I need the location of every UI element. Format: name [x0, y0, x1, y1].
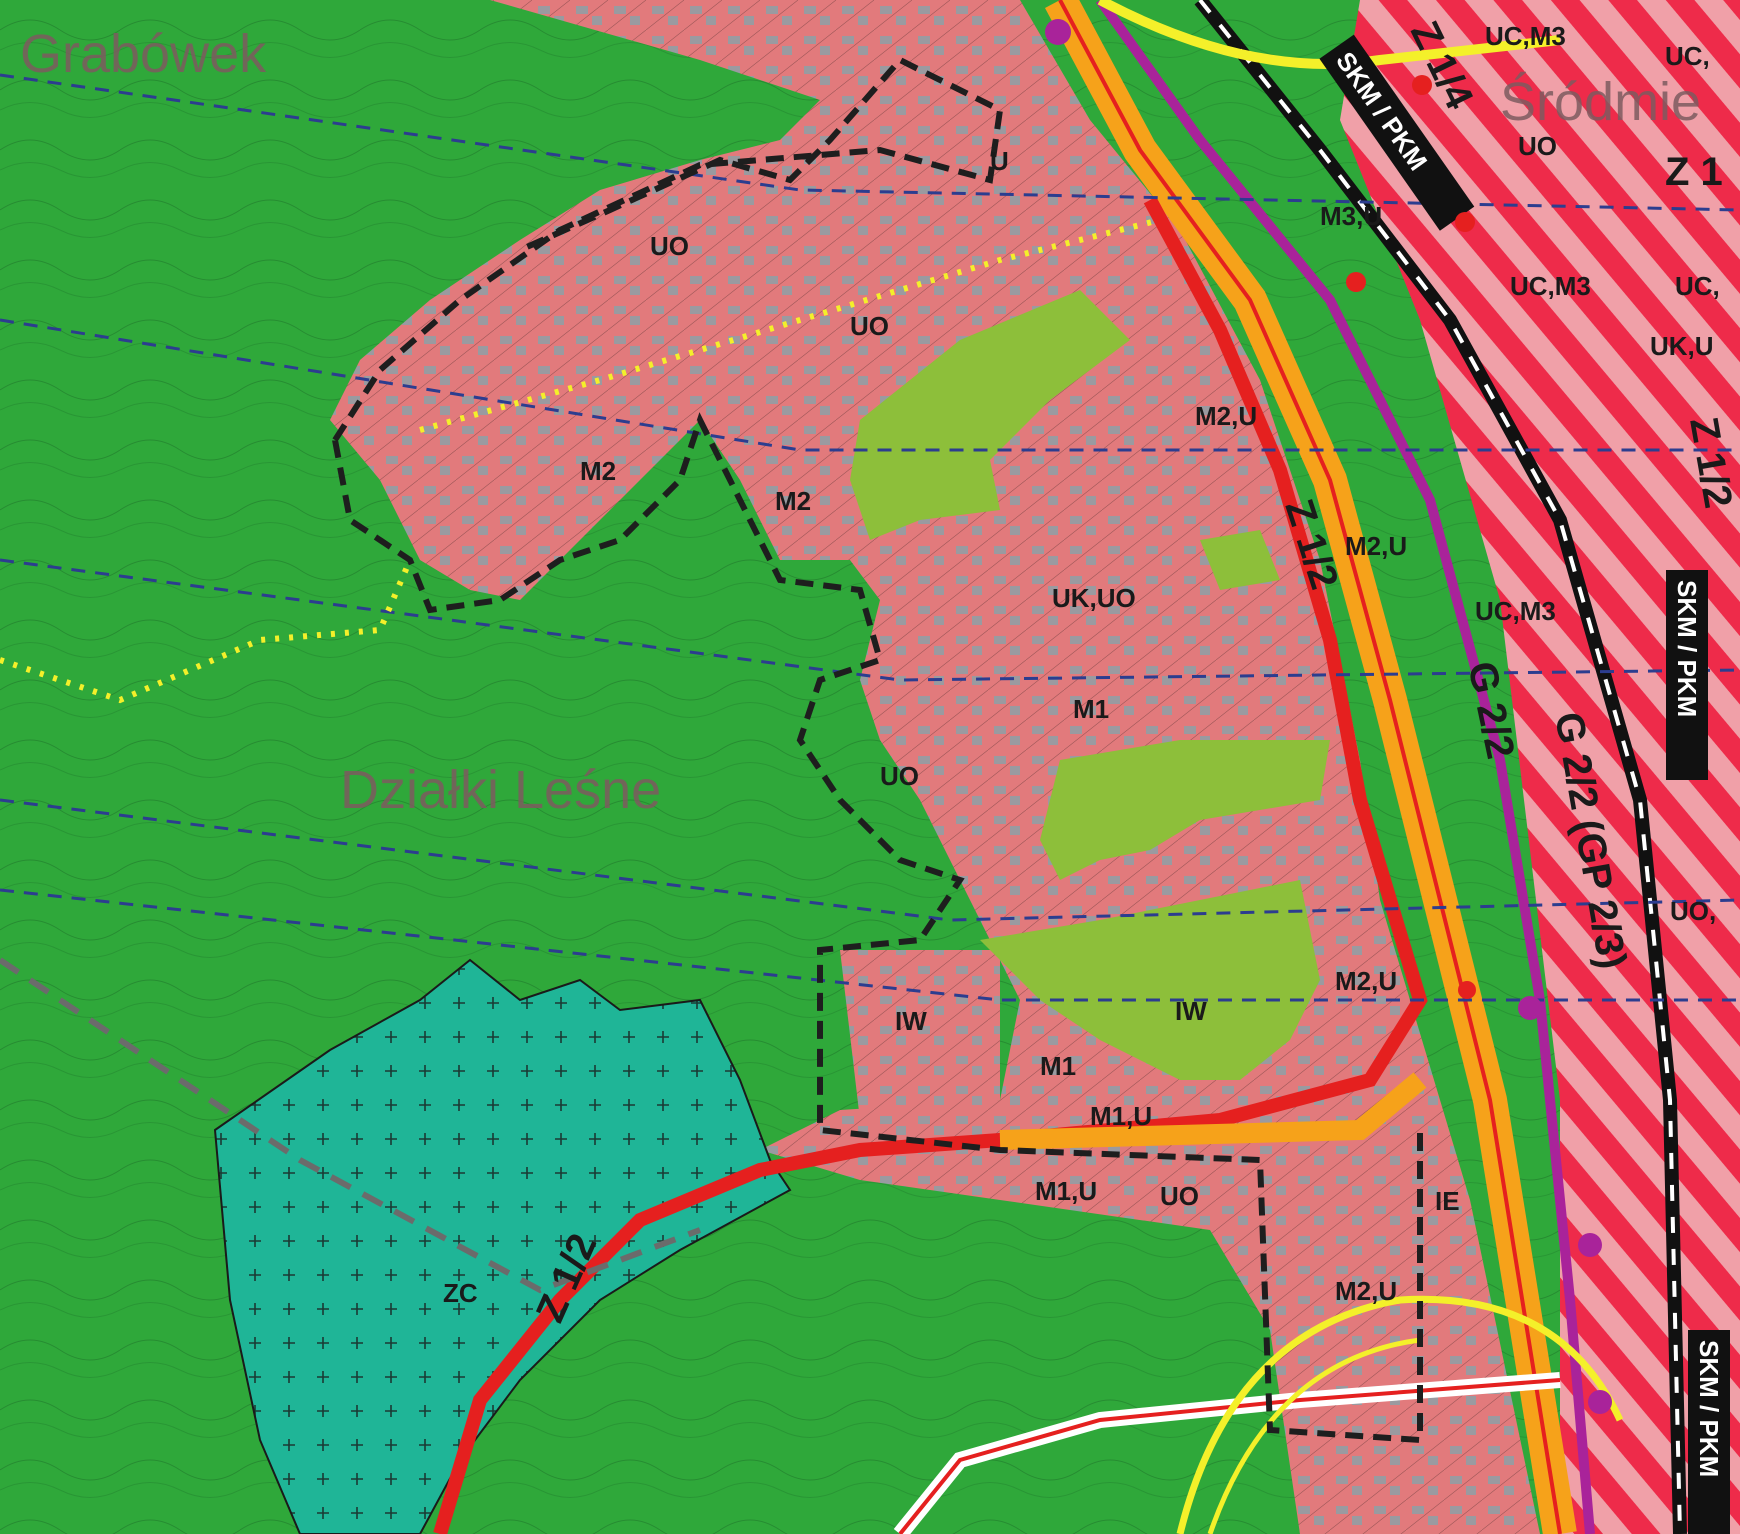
place-srodmiescie: Śródmie: [1500, 71, 1701, 132]
residential-zone-southeast: [1280, 1300, 1500, 1534]
road-label: Z 1: [1665, 150, 1723, 194]
zone-label: IW: [895, 1006, 927, 1036]
zone-label: UO: [1160, 1181, 1199, 1211]
stop-marker: [1578, 1233, 1602, 1257]
rail-label-box: SKM / PKM: [1666, 570, 1708, 780]
main-road-z12: [433, 196, 1428, 1534]
zone-label: M3,U: [1320, 201, 1382, 231]
stop-marker: [1588, 1390, 1612, 1414]
zone-label: UO: [650, 231, 689, 261]
zone-label: UC,: [1665, 41, 1710, 71]
rail-label-box: SKM / PKM: [1688, 1330, 1730, 1534]
railway-dashes: [1198, 0, 1682, 1534]
power-line-3: [1207, 1337, 1421, 1534]
local-road-south-edge: [898, 1378, 1561, 1534]
zone-label: M2: [580, 456, 616, 486]
zone-label: ZC: [443, 1278, 478, 1308]
residential-zone-south: [840, 950, 1000, 1120]
zone-label: UC,: [1675, 271, 1720, 301]
zone-label: IE: [1435, 1186, 1460, 1216]
zone-label: UC,M3: [1485, 21, 1566, 51]
zone-label: M2,U: [1195, 401, 1257, 431]
zone-label: UO,: [1670, 896, 1716, 926]
place-dzialki-lesne: Działki Leśne: [340, 760, 661, 820]
plan-boundary: [332, 56, 1423, 1444]
place-grabowek: Grabówek: [20, 24, 267, 84]
zone-label: M1,U: [1090, 1101, 1152, 1131]
greenspace-1: [850, 290, 1130, 540]
footpath-2: [419, 217, 1161, 433]
isolines: [0, 73, 1740, 1002]
main-road-g22-edge: [1058, 0, 1562, 1534]
zone-label: UC,M3: [1475, 596, 1556, 626]
stop-marker: [1045, 19, 1071, 45]
zone-label: UK,U: [1650, 331, 1714, 361]
greenspace-4: [1200, 530, 1280, 590]
zone-label: UO: [1518, 131, 1557, 161]
junction-marker: [1455, 212, 1475, 232]
footpath-1: [0, 558, 413, 704]
zone-label: M1: [1073, 694, 1109, 724]
city-center-area: [1340, 0, 1740, 1534]
greenspace-2: [1040, 740, 1330, 880]
zone-label: M2,U: [1345, 531, 1407, 561]
zone-label: UO: [850, 311, 889, 341]
rail-label: SKM / PKM: [1672, 580, 1702, 717]
junction-marker: [1346, 272, 1366, 292]
junction-marker: [1458, 981, 1476, 999]
zone-label: M2: [775, 486, 811, 516]
zone-label: UO: [880, 761, 919, 791]
zone-label: M1,U: [1035, 1176, 1097, 1206]
local-road-z12: [999, 1072, 1427, 1150]
tram-line: [1095, 0, 1595, 1534]
zone-label: M2,U: [1335, 966, 1397, 996]
rail-label: SKM / PKM: [1694, 1340, 1724, 1477]
grey-boundary: [0, 957, 702, 1294]
stop-marker: [1518, 996, 1542, 1020]
cemetery-zone: [213, 958, 792, 1534]
zone-label: UK,UO: [1052, 583, 1136, 613]
zone-label: IW: [1175, 996, 1207, 1026]
junction-marker: [1412, 75, 1432, 95]
zone-label: M1: [1040, 1051, 1076, 1081]
power-line-2: [1176, 1295, 1624, 1534]
zone-label: UC,M3: [1510, 271, 1591, 301]
zone-label: U: [990, 146, 1009, 176]
greenspace-3: [980, 880, 1320, 1080]
zone-label: M2,U: [1335, 1276, 1397, 1306]
